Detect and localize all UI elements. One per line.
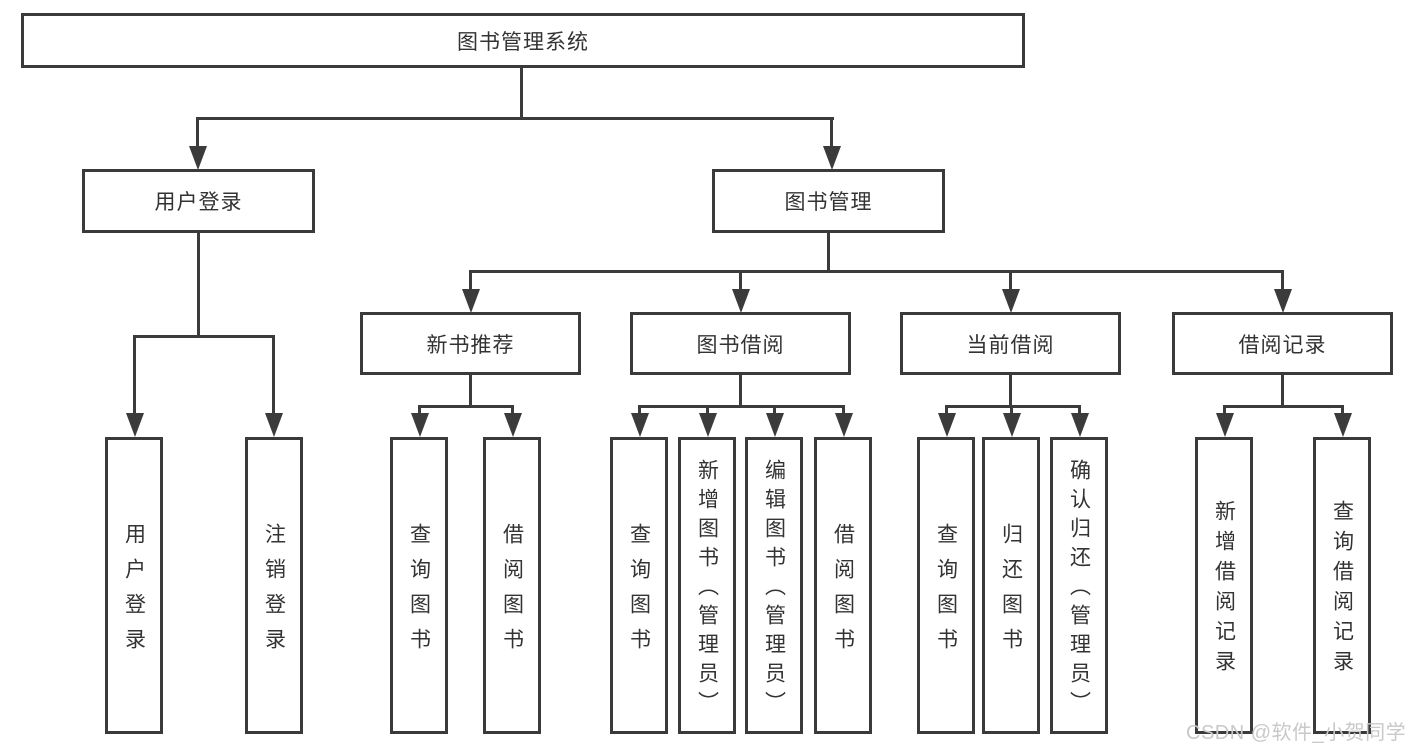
connector-root-stem [520,68,523,118]
node-new-book-recommend: 新书推荐 [360,312,581,375]
leaf-return-book-label: 归还图书 [999,522,1023,663]
connector-user-login-bar [133,335,275,338]
leaf-confirm-return-admin-label: 确认归还（管理员） [1067,459,1091,720]
node-root-label: 图书管理系统 [457,30,589,54]
arrow-down-icon [835,413,853,437]
node-current-borrow-label: 当前借阅 [966,333,1055,357]
connector-level2-bar [196,117,834,120]
arrow-down-icon [1002,289,1020,313]
leaf-query-books-recommend-label: 查询图书 [407,522,431,663]
leaf-query-books-recommend: 查询图书 [390,437,448,734]
leaf-query-books-current-label: 查询图书 [934,522,958,663]
connector-drop-login [133,336,136,426]
node-new-book-recommend-label: 新书推荐 [426,333,515,357]
connector-drop-logout [272,336,275,426]
arrow-down-icon [823,146,841,170]
leaf-borrow-books-label: 借阅图书 [831,522,855,663]
node-book-management: 图书管理 [712,169,945,233]
leaf-borrow-books-recommend: 借阅图书 [483,437,541,734]
node-current-borrow: 当前借阅 [900,312,1121,375]
connector-drop-current-borrow [1009,271,1012,301]
connector-book-borrow-stem [739,375,742,406]
connector-drop-user-login [196,118,199,158]
arrow-down-icon [699,413,717,437]
node-root: 图书管理系统 [21,13,1025,68]
arrow-down-icon [766,413,784,437]
connector-borrow-records-stem [1281,375,1284,406]
arrow-down-icon [1071,413,1089,437]
leaf-query-books-borrow-label: 查询图书 [627,522,651,663]
arrow-down-icon [126,413,144,437]
leaf-logout: 注销登录 [245,437,303,734]
leaf-user-login: 用户登录 [105,437,163,734]
node-borrow-records: 借阅记录 [1172,312,1393,375]
leaf-edit-book-admin: 编辑图书（管理员） [745,437,803,734]
node-user-login-label: 用户登录 [154,191,243,214]
csdn-watermark: CSDN @软件_小贺同学 [1186,722,1405,744]
arrow-down-icon [265,413,283,437]
connector-book-borrow-bar [638,405,845,408]
connector-borrow-records-bar [1223,405,1344,408]
arrow-down-icon [1003,413,1021,437]
connector-drop-new-books [469,271,472,301]
leaf-borrow-books-recommend-label: 借阅图书 [500,522,524,663]
arrow-down-icon [1216,413,1234,437]
connector-drop-book-mgmt [830,118,833,158]
leaf-confirm-return-admin: 确认归还（管理员） [1050,437,1108,734]
leaf-query-borrow-record-label: 查询借阅记录 [1330,500,1354,680]
node-borrow-records-label: 借阅记录 [1238,333,1327,357]
node-book-borrow: 图书借阅 [630,312,851,375]
connector-current-borrow-bar [945,405,1081,408]
arrow-down-icon [732,289,750,313]
connector-book-mgmt-stem [827,232,830,271]
leaf-add-borrow-record: 新增借阅记录 [1195,437,1253,734]
leaf-query-books-current: 查询图书 [917,437,975,734]
leaf-user-login-label: 用户登录 [122,522,146,663]
arrow-down-icon [462,289,480,313]
leaf-logout-label: 注销登录 [262,522,286,663]
node-book-management-label: 图书管理 [784,191,873,214]
arrow-down-icon [1274,289,1292,313]
arrow-down-icon [189,146,207,170]
connector-drop-borrow-records [1281,271,1284,301]
leaf-add-borrow-record-label: 新增借阅记录 [1212,500,1236,680]
leaf-edit-book-admin-label: 编辑图书（管理员） [762,459,786,720]
connector-level3-bar [469,270,1284,273]
leaf-borrow-books: 借阅图书 [814,437,872,734]
leaf-query-borrow-record: 查询借阅记录 [1313,437,1371,734]
arrow-down-icon [504,413,522,437]
node-book-borrow-label: 图书借阅 [696,333,785,357]
connector-user-login-stem [197,232,200,336]
connector-new-books-bar [418,405,514,408]
leaf-add-book-admin-label: 新增图书（管理员） [695,459,719,720]
connector-new-books-stem [469,375,472,406]
leaf-return-book: 归还图书 [982,437,1040,734]
node-user-login: 用户登录 [82,169,315,233]
arrow-down-icon [631,413,649,437]
arrow-down-icon [1334,413,1352,437]
connector-current-borrow-stem [1009,375,1012,406]
connector-drop-book-borrow [739,271,742,301]
leaf-query-books-borrow: 查询图书 [610,437,668,734]
arrow-down-icon [938,413,956,437]
leaf-add-book-admin: 新增图书（管理员） [678,437,736,734]
arrow-down-icon [411,413,429,437]
